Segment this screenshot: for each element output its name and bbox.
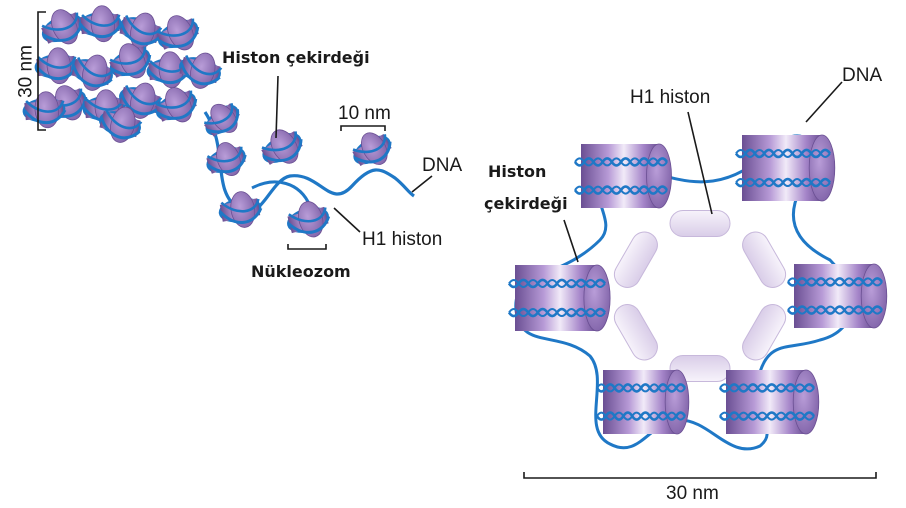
label-h1-histone-right: H1 histon	[630, 87, 711, 108]
nucleosome	[287, 201, 331, 238]
leader-histone-core-right	[563, 219, 579, 263]
fiber-nucleosome	[71, 54, 115, 91]
solenoid-right	[507, 134, 888, 451]
fiber-nucleosome	[119, 12, 163, 49]
fiber-nucleosome	[179, 52, 223, 89]
nucleosome-large	[595, 369, 690, 435]
fiber-nucleosome	[119, 82, 163, 119]
fiber-nucleosome	[99, 106, 143, 143]
h1-histone	[742, 304, 787, 361]
label-dna-left: DNA	[422, 155, 463, 176]
leader-lines	[37, 11, 877, 479]
label-10nm: 10 nm	[338, 103, 391, 124]
label-nucleosome: Nükleozom	[251, 262, 351, 281]
bracket-30nm-right	[523, 472, 877, 479]
label-histone-core-right-1: Histon	[488, 162, 547, 181]
label-dna-right: DNA	[842, 65, 883, 86]
leader-h1-left	[333, 207, 361, 233]
nucleosome	[352, 132, 392, 167]
nucleosome	[218, 191, 263, 228]
h1-histone	[613, 231, 658, 288]
leader-dna-right	[805, 81, 843, 123]
nucleosome-large	[573, 143, 672, 209]
fiber-nucleosome	[78, 5, 123, 43]
leader-h1-right	[687, 111, 713, 215]
h1-histone	[613, 304, 658, 361]
nucleosome	[204, 102, 240, 137]
label-30nm-left: 30 nm	[15, 45, 37, 98]
fiber-nucleosome	[146, 51, 191, 89]
nucleosome-large	[734, 134, 836, 202]
label-histone-core-left: Histon çekirdeği	[222, 48, 370, 67]
chromatin-fiber-left	[22, 5, 415, 238]
nucleosome-large	[718, 369, 820, 435]
bracket-nucleosome	[287, 244, 327, 250]
label-30nm-right: 30 nm	[666, 483, 719, 504]
nucleosome-large	[786, 263, 888, 329]
fiber-nucleosome	[155, 87, 198, 123]
nucleosome	[206, 142, 247, 176]
h1-histone	[669, 355, 731, 383]
fiber-nucleosome	[109, 43, 152, 79]
label-h1-histone-left: H1 histon	[362, 229, 443, 250]
leader-histone-core	[275, 75, 279, 139]
h1-histone	[742, 231, 787, 288]
fiber-nucleosome	[157, 15, 200, 51]
label-histone-core-right-2: çekirdeği	[484, 194, 568, 213]
fiber-nucleosome	[41, 9, 84, 45]
leader-dna-left	[411, 175, 433, 193]
nucleosome	[261, 129, 303, 165]
bracket-30nm-left	[37, 11, 46, 131]
bracket-10nm	[340, 125, 386, 131]
fiber-nucleosome	[22, 91, 67, 129]
h1-histone	[669, 209, 731, 237]
linker-dna	[203, 111, 415, 214]
nucleosome-large	[507, 264, 611, 332]
